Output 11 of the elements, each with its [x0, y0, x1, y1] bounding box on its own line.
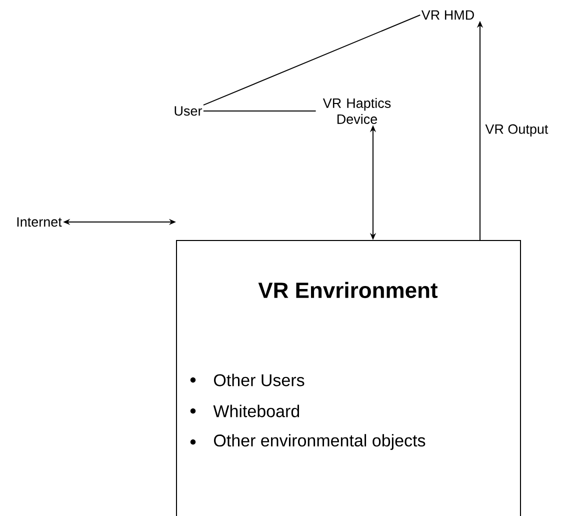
node-label: User [174, 106, 202, 116]
list-item: Whiteboard [213, 404, 300, 418]
edge-label: VR Output [485, 124, 548, 137]
box-title: VR Envrironment [258, 282, 438, 298]
connector [202, 14, 421, 106]
node-label: VR Haptics Device [322, 98, 391, 124]
connector [202, 110, 316, 112]
list-item: Other Users [214, 374, 304, 386]
node-label: Internet [17, 217, 62, 227]
list-item: Other environmental objects [214, 434, 426, 450]
node-label: VR HMD [421, 10, 474, 20]
